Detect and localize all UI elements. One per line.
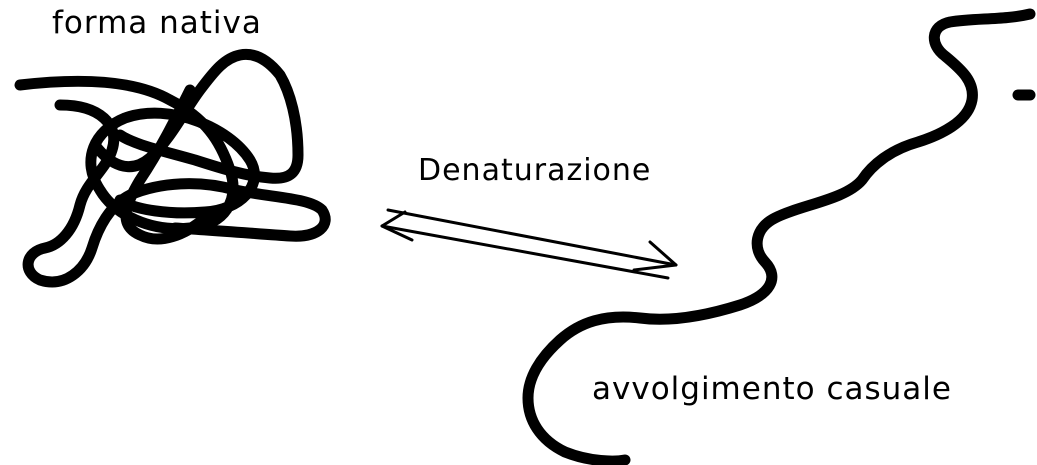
native-form-label: forma nativa [52,8,262,39]
forward-arrow-head [634,242,676,270]
denaturation-label: Denaturazione [418,156,651,186]
reverse-arrow-shaft [382,226,668,278]
random-coil-label: avvolgimento casuale [592,374,952,405]
forward-arrow-shaft [388,210,676,265]
native-coil [20,54,325,282]
equilibrium-arrows [382,210,676,278]
